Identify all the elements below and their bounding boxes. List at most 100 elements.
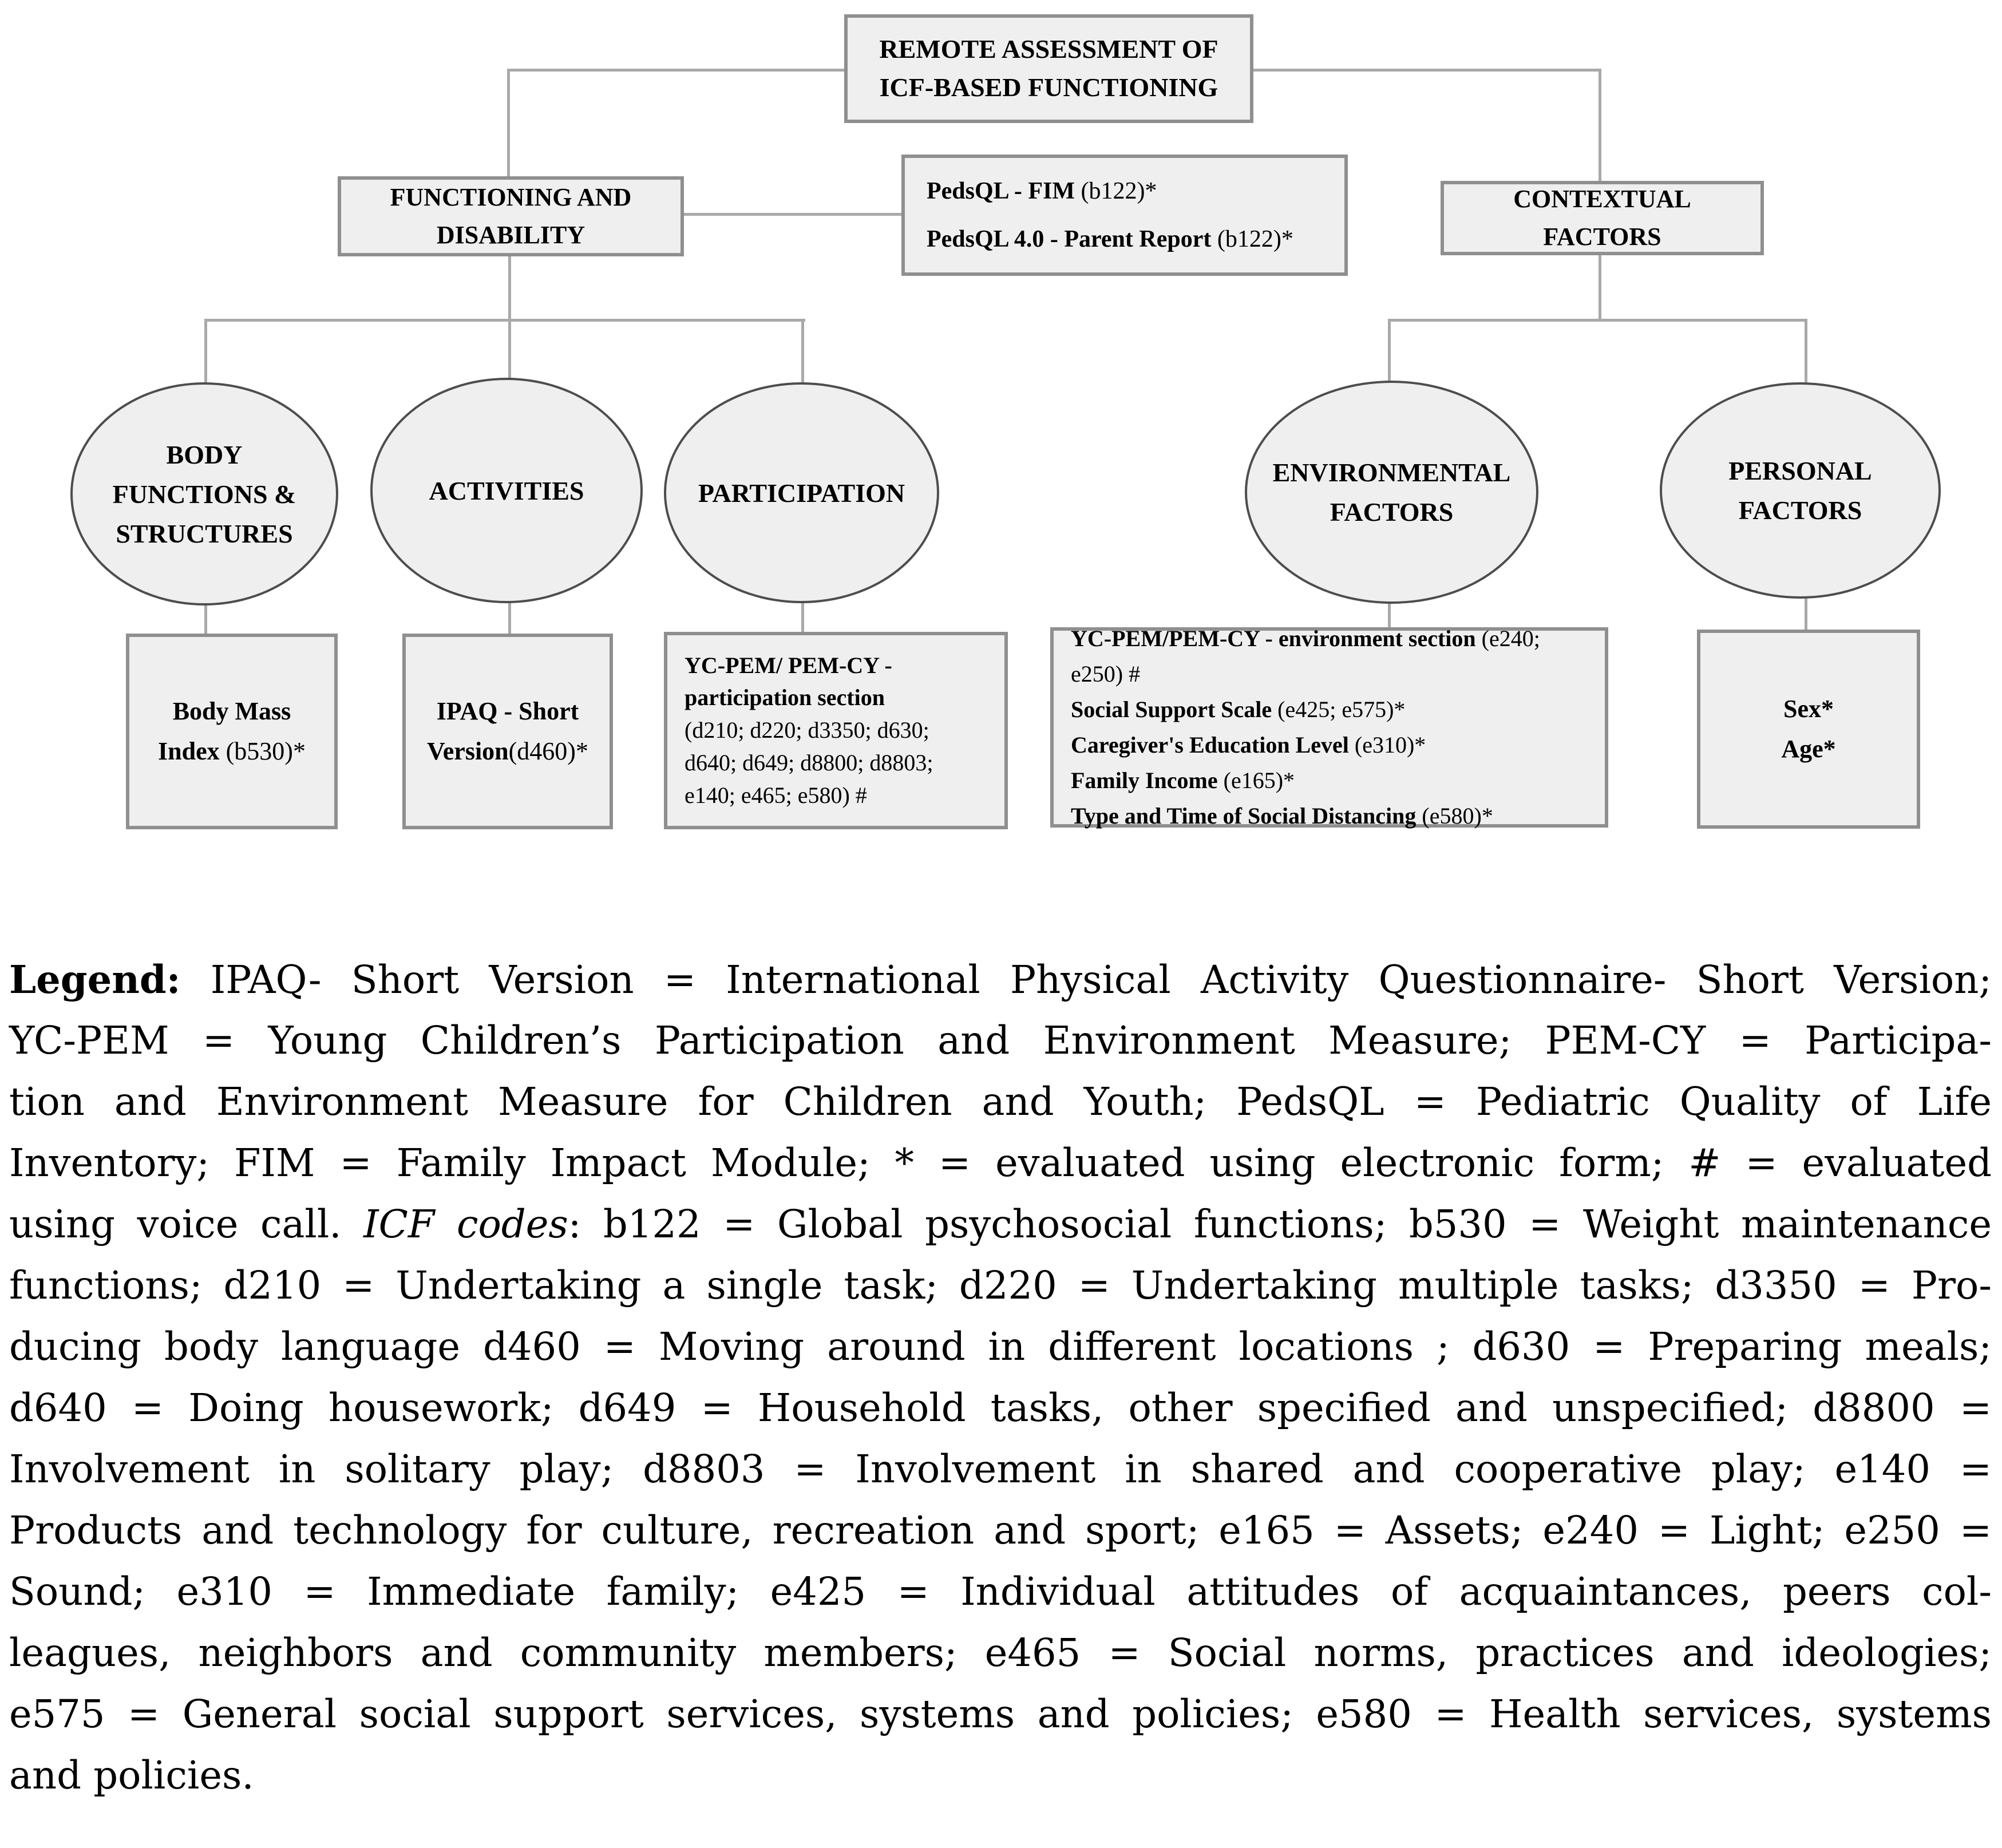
icf-code: (e240;	[1481, 626, 1540, 651]
measure-name: IPAQ - Short	[436, 697, 579, 725]
connector-stub-activities	[508, 319, 511, 380]
ellipse-line: PARTICIPATION	[698, 478, 905, 508]
ellipse-activities: ACTIVITIES	[370, 378, 643, 603]
ellipse-environmental-factors: ENVIRONMENTAL FACTORS	[1245, 381, 1538, 604]
node-line: YC-PEM/ PEM-CY -	[685, 652, 892, 678]
icf-code: (b530)*	[225, 737, 306, 765]
icf-code: (e580)*	[1422, 803, 1493, 829]
measure-name: Social Support Scale	[1071, 697, 1278, 722]
node-line: Age*	[1781, 735, 1836, 763]
node-line: Caregiver's Education Level (e310)*	[1071, 727, 1426, 763]
legend-line-13: e575 = General social support services, …	[9, 1692, 1992, 1736]
measure-name: YC-PEM/PEM-CY - environment section	[1071, 626, 1482, 651]
node-remote-assessment: REMOTE ASSESSMENT OF ICF-BASED FUNCTIONI…	[844, 14, 1253, 123]
ellipse-body-functions-structures: BODY FUNCTIONS & STRUCTURES	[70, 382, 338, 606]
icf-code: (b122)*	[1217, 226, 1293, 252]
node-line: PedsQL - FIM (b122)*	[927, 167, 1157, 215]
node-line: Sex*	[1783, 694, 1834, 723]
figure-legend: Legend: IPAQ- Short Version = Internatio…	[9, 949, 1992, 1806]
ellipse-line: PERSONAL	[1728, 456, 1872, 485]
ellipse-participation: PARTICIPATION	[664, 382, 939, 603]
connector-root-right-h	[1251, 69, 1601, 72]
connector-participation-leaf	[801, 599, 804, 634]
legend-line-11: Sound; e310 = Immediate family; e425 = I…	[9, 1569, 1992, 1614]
node-line: CONTEXTUAL	[1513, 185, 1691, 213]
measure-name: Family Income	[1071, 767, 1224, 793]
ellipse-line: FACTORS	[1330, 497, 1454, 527]
node-ipaq-short-version: IPAQ - Short Version(d460)*	[402, 634, 613, 829]
connector-root-right-v	[1599, 69, 1601, 181]
connector-activities-leaf	[508, 599, 511, 635]
connector-root-left-v	[507, 69, 510, 179]
icf-code: (e310)*	[1354, 732, 1426, 758]
node-sex-age: Sex* Age*	[1697, 630, 1920, 829]
legend-label: Legend:	[9, 957, 181, 1002]
connector-stub-personal	[1805, 319, 1807, 385]
node-line: FUNCTIONING AND	[390, 183, 632, 211]
legend-line-7: ducing body language d460 = Moving aroun…	[9, 1324, 1992, 1369]
node-line: participation section	[685, 684, 885, 711]
node-line: Body Mass	[173, 691, 291, 731]
icf-code: e250) #	[1071, 661, 1141, 687]
measure-name: Type and Time of Social Distancing	[1071, 803, 1422, 829]
legend-line-12: leagues, neighbors and community members…	[9, 1631, 1992, 1675]
connector-stub-environmental	[1388, 319, 1391, 383]
measure-name: Index	[158, 737, 226, 765]
legend-line-9: Involvement in solitary play; d8803 = In…	[9, 1447, 1992, 1491]
node-line: Index (b530)*	[158, 731, 306, 771]
legend-line-2: YC-PEM = Young Children’s Participation …	[9, 1018, 1992, 1063]
ellipse-line: ENVIRONMENTAL	[1272, 458, 1511, 487]
node-line: Social Support Scale (e425; e575)*	[1071, 692, 1405, 727]
connector-right-rail	[1388, 319, 1807, 322]
icf-code: (e165)*	[1223, 767, 1295, 793]
connector-body-leaf	[204, 601, 207, 635]
connector-left-rail	[204, 319, 805, 322]
ellipse-line: FUNCTIONS &	[112, 479, 296, 509]
legend-line-3: tion and Environment Measure for Childre…	[9, 1079, 1992, 1124]
measure-name: PedsQL - FIM	[927, 178, 1081, 204]
connector-stub-body	[204, 319, 207, 385]
icf-codes-label: ICF codes	[363, 1202, 568, 1246]
icf-code: (e425; e575)*	[1277, 697, 1406, 722]
node-pedsql: PedsQL - FIM (b122)* PedsQL 4.0 - Parent…	[901, 155, 1348, 276]
legend-line-5: using voice call. ICF codes: b122 = Glob…	[9, 1202, 1992, 1246]
node-line: YC-PEM/PEM-CY - environment section (e24…	[1071, 621, 1540, 656]
icf-code: d640; d649; d8800; d8803;	[685, 749, 933, 775]
ellipse-personal-factors: PERSONAL FACTORS	[1660, 382, 1941, 599]
ellipse-line: FACTORS	[1738, 496, 1862, 525]
measure-name: Version	[427, 737, 509, 765]
node-line: DISABILITY	[436, 221, 585, 249]
node-line: Type and Time of Social Distancing (e580…	[1071, 798, 1493, 834]
node-body-mass-index: Body Mass Index (b530)*	[126, 634, 338, 829]
node-line: Family Income (e165)*	[1071, 763, 1295, 798]
node-participation-section: YC-PEM/ PEM-CY - participation section (…	[664, 632, 1008, 829]
node-line: IPAQ - Short	[437, 691, 579, 731]
ellipse-line: BODY	[166, 440, 243, 469]
node-contextual-factors: CONTEXTUAL FACTORS	[1441, 181, 1764, 255]
legend-line-14: and policies.	[9, 1753, 254, 1798]
connector-environmental-leaf	[1388, 599, 1391, 630]
connector-funct-pedsql	[683, 213, 903, 216]
measure-name: PedsQL 4.0 - Parent Report	[927, 226, 1217, 252]
node-line: e250) #	[1071, 656, 1140, 692]
legend-line-10: Products and technology for culture, rec…	[9, 1508, 1992, 1553]
measure-name: Body Mass	[172, 697, 291, 725]
connector-personal-leaf	[1805, 595, 1807, 632]
legend-line-8: d640 = Doing housework; d649 = Household…	[9, 1386, 1992, 1430]
icf-code: (b122)*	[1081, 178, 1157, 204]
icf-code: e140; e465; e580) #	[685, 782, 867, 808]
node-line: FACTORS	[1543, 223, 1661, 251]
ellipse-line: STRUCTURES	[116, 519, 293, 548]
node-line: PedsQL 4.0 - Parent Report (b122)*	[927, 215, 1293, 263]
measure-name: Caregiver's Education Level	[1071, 732, 1355, 758]
node-line: ICF-BASED FUNCTIONING	[879, 73, 1218, 102]
node-line: REMOTE ASSESSMENT OF	[879, 34, 1218, 64]
connector-stub-participation	[801, 319, 804, 385]
ellipse-line: ACTIVITIES	[429, 476, 584, 505]
node-functioning-disability: FUNCTIONING AND DISABILITY	[338, 176, 684, 256]
connector-root-left-h	[507, 69, 844, 72]
legend-line-6: functions; d210 = Undertaking a single t…	[9, 1263, 1992, 1308]
connector-funct-down	[508, 255, 511, 320]
icf-code: (d460)*	[508, 737, 588, 765]
